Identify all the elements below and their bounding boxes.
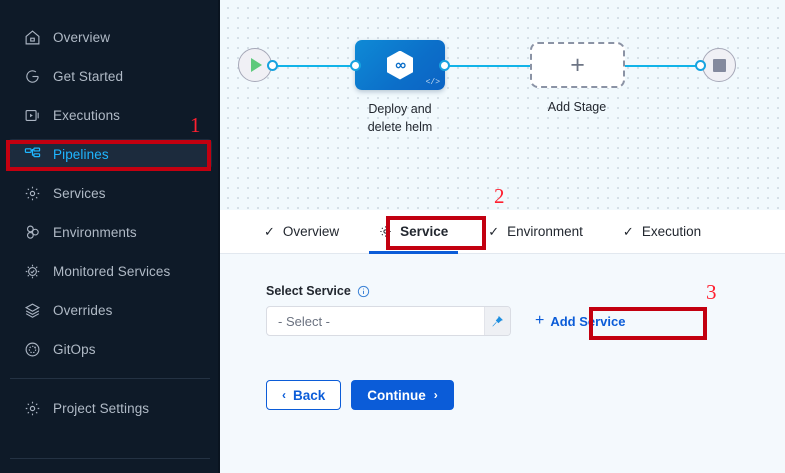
sidebar-nav-list: Overview Get Started Executions [0, 22, 220, 364]
select-service-label: Select Service [266, 284, 351, 298]
tab-service[interactable]: Service [359, 210, 468, 254]
sidebar-item-label: Pipelines [53, 146, 109, 162]
connector-dot-start[interactable] [267, 60, 278, 71]
plus-icon: + [535, 312, 545, 329]
sidebar-item-label: GitOps [53, 341, 96, 357]
select-service-row: - Select - + Add Service [266, 306, 785, 336]
stage-node-label: Deploy and delete helm [340, 100, 460, 136]
stage-tabs: ✓ Overview Service ✓ Environment ✓ Execu… [220, 210, 785, 254]
helm-icon [387, 50, 413, 80]
home-icon [22, 27, 42, 47]
form-actions: ‹ Back Continue › [266, 380, 785, 410]
continue-button[interactable]: Continue › [351, 380, 454, 410]
tab-environment[interactable]: ✓ Environment [468, 210, 603, 254]
executions-icon [22, 105, 42, 125]
tab-overview[interactable]: ✓ Overview [244, 210, 359, 254]
sidebar-item-project-settings[interactable]: Project Settings [8, 393, 212, 423]
stage-node-label-line1: Deploy and [368, 102, 432, 116]
add-service-button[interactable]: + Add Service [535, 312, 626, 330]
monitored-services-icon [22, 261, 42, 281]
tab-label: Overview [282, 224, 340, 239]
sidebar-item-label: Executions [53, 107, 121, 123]
info-icon[interactable] [357, 285, 370, 298]
sidebar-item-monitored-services[interactable]: Monitored Services [8, 256, 212, 286]
sidebar-item-label: Environments [53, 224, 137, 240]
add-stage-button[interactable]: + [530, 42, 625, 88]
layers-icon [22, 300, 42, 320]
tab-label: Execution [641, 224, 702, 239]
stop-icon [712, 58, 726, 72]
tab-execution[interactable]: ✓ Execution [603, 210, 721, 254]
environments-icon [22, 222, 42, 242]
back-button-label: Back [293, 387, 326, 403]
connector-dot-stage-out[interactable] [439, 60, 450, 71]
select-service-dropdown[interactable]: - Select - [266, 306, 511, 336]
chevron-right-icon: › [433, 388, 438, 402]
gear-icon [22, 398, 42, 418]
chevron-left-icon: ‹ [282, 388, 286, 402]
sidebar: Overview Get Started Executions [0, 0, 220, 473]
edge-stage-to-add [442, 65, 534, 67]
edge-start-to-stage [274, 65, 360, 67]
connector-dot-stage-in[interactable] [350, 60, 361, 71]
pin-icon[interactable] [484, 307, 510, 335]
sidebar-item-label: Overview [53, 29, 111, 45]
service-form: Select Service - Select - + [220, 254, 785, 473]
edge-add-to-end [623, 65, 701, 67]
sidebar-item-gitops[interactable]: GitOps [8, 334, 212, 364]
sidebar-item-label: Get Started [53, 68, 124, 84]
sidebar-item-label: Overrides [53, 302, 113, 318]
sidebar-item-label: Project Settings [53, 400, 150, 416]
stage-node-deploy-and-delete-helm[interactable]: </> [355, 40, 445, 90]
add-stage-label: Add Stage [547, 100, 607, 114]
sidebar-item-pipelines[interactable]: Pipelines [8, 139, 212, 169]
pipelines-icon [22, 144, 42, 164]
connector-dot-end[interactable] [695, 60, 706, 71]
code-badge-icon: </> [425, 78, 440, 87]
tab-label: Service [400, 224, 449, 239]
get-started-icon [22, 66, 42, 86]
back-button[interactable]: ‹ Back [266, 380, 342, 410]
stage-node-label-line2: delete helm [367, 120, 433, 135]
plus-icon: + [570, 50, 585, 79]
end-stop-node[interactable] [702, 48, 736, 82]
continue-button-label: Continue [367, 387, 426, 403]
sidebar-item-overview[interactable]: Overview [8, 22, 212, 52]
gitops-icon [22, 339, 42, 359]
sidebar-edge [218, 0, 220, 473]
select-service-label-row: Select Service [266, 284, 785, 298]
add-service-label: Add Service [550, 313, 626, 329]
sidebar-item-executions[interactable]: Executions [8, 100, 212, 130]
play-icon [251, 58, 262, 72]
sidebar-item-get-started[interactable]: Get Started [8, 61, 212, 91]
check-icon: ✓ [264, 223, 275, 239]
sidebar-item-overrides[interactable]: Overrides [8, 295, 212, 325]
check-icon: ✓ [488, 223, 500, 239]
check-icon: ✓ [622, 223, 634, 239]
sidebar-item-label: Monitored Services [53, 263, 171, 279]
sidebar-item-services[interactable]: Services [8, 178, 212, 208]
sidebar-divider-bottom [10, 458, 210, 459]
gear-icon [22, 183, 42, 203]
sidebar-item-label: Services [53, 185, 106, 201]
pipeline-canvas[interactable]: </> Deploy and delete helm + Add Stage [220, 0, 785, 210]
select-service-value: - Select - [278, 313, 331, 329]
tab-label: Environment [507, 224, 583, 239]
main-content: </> Deploy and delete helm + Add Stage ✓… [220, 0, 785, 473]
sidebar-divider [10, 378, 210, 379]
gear-icon [379, 225, 392, 238]
sidebar-item-environments[interactable]: Environments [8, 217, 212, 247]
